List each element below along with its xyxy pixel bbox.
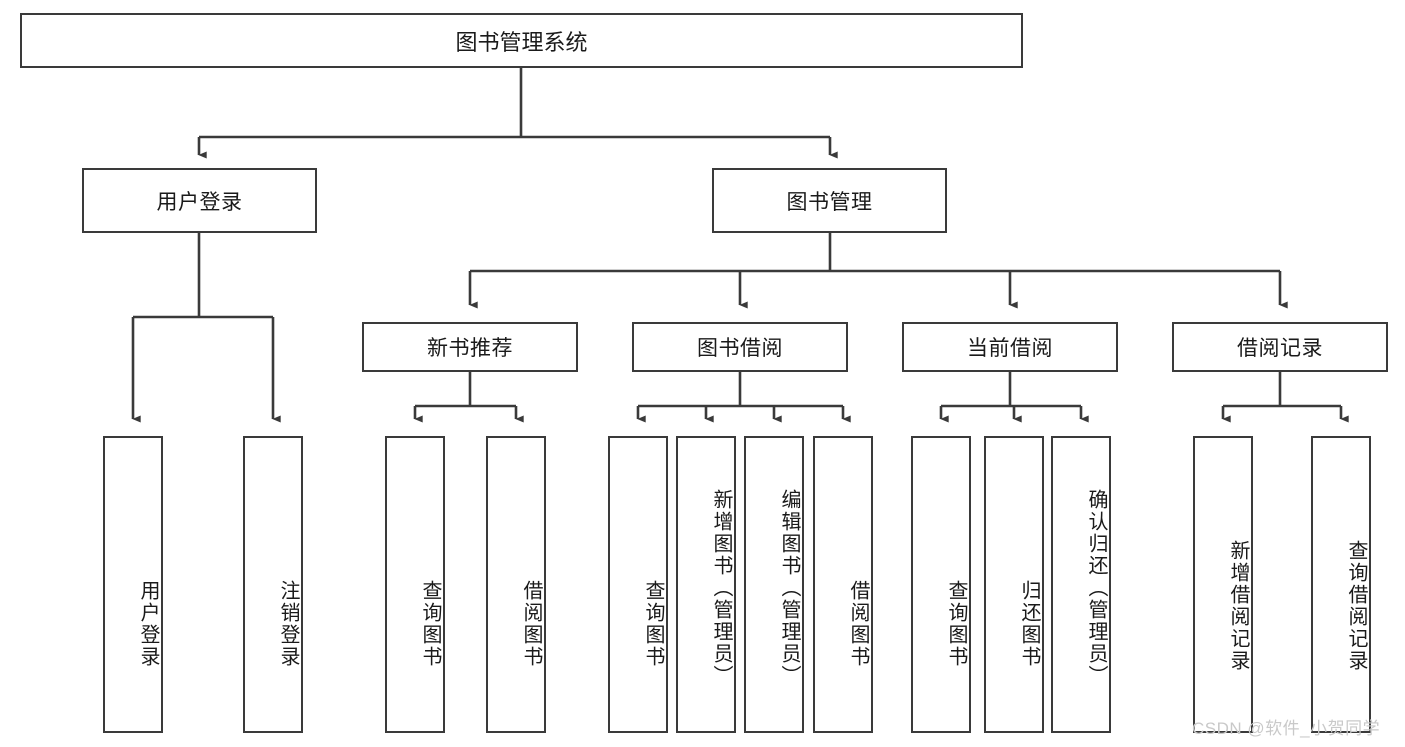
node-label: 查询图书 [419, 579, 441, 668]
leaf-query-borrow-record[interactable]: 查询借阅记录 [1311, 436, 1371, 733]
node-label: 确认归还（管理员） [1085, 488, 1107, 687]
leaf-return-book[interactable]: 归还图书 [984, 436, 1044, 733]
node-label: 查询借阅记录 [1345, 539, 1367, 672]
leaf-add-book-admin[interactable]: 新增图书（管理员） [676, 436, 736, 733]
node-label: 查询图书 [945, 579, 967, 668]
node-label: 用户登录 [137, 579, 159, 668]
node-current-borrow[interactable]: 当前借阅 [902, 322, 1118, 372]
leaf-query-book-new-recommend[interactable]: 查询图书 [385, 436, 445, 733]
leaf-user-logout[interactable]: 注销登录 [243, 436, 303, 733]
leaf-borrow-book-borrow[interactable]: 借阅图书 [813, 436, 873, 733]
node-new-book-recommend[interactable]: 新书推荐 [362, 322, 578, 372]
node-label: 归还图书 [1018, 579, 1040, 668]
csdn-watermark: CSDN @软件_小贺同学 [1192, 719, 1381, 738]
node-label: 新书推荐 [427, 337, 513, 360]
node-label: 注销登录 [277, 579, 299, 668]
node-root-system[interactable]: 图书管理系统 [20, 13, 1023, 68]
node-book-borrow[interactable]: 图书借阅 [632, 322, 848, 372]
node-borrow-record[interactable]: 借阅记录 [1172, 322, 1388, 372]
node-label: 新增借阅记录 [1227, 539, 1249, 672]
node-book-management[interactable]: 图书管理 [712, 168, 947, 233]
leaf-edit-book-admin[interactable]: 编辑图书（管理员） [744, 436, 804, 733]
leaf-query-book-borrow[interactable]: 查询图书 [608, 436, 668, 733]
leaf-query-book-current[interactable]: 查询图书 [911, 436, 971, 733]
leaf-borrow-book-new-recommend[interactable]: 借阅图书 [486, 436, 546, 733]
node-label: 查询图书 [642, 579, 664, 668]
node-label: 借阅记录 [1237, 337, 1323, 360]
node-label: 借阅图书 [847, 579, 869, 668]
node-label: 新增图书（管理员） [710, 488, 732, 687]
leaf-confirm-return-admin[interactable]: 确认归还（管理员） [1051, 436, 1111, 733]
node-label: 编辑图书（管理员） [778, 488, 800, 687]
node-label: 用户登录 [156, 190, 243, 214]
node-user-login[interactable]: 用户登录 [82, 168, 317, 233]
node-label: 借阅图书 [520, 579, 542, 668]
leaf-user-login[interactable]: 用户登录 [103, 436, 163, 733]
node-label: 图书管理 [786, 190, 873, 214]
leaf-add-borrow-record[interactable]: 新增借阅记录 [1193, 436, 1253, 733]
node-label: 当前借阅 [967, 337, 1053, 360]
node-label: 图书管理系统 [455, 29, 588, 55]
node-label: 图书借阅 [697, 337, 783, 360]
